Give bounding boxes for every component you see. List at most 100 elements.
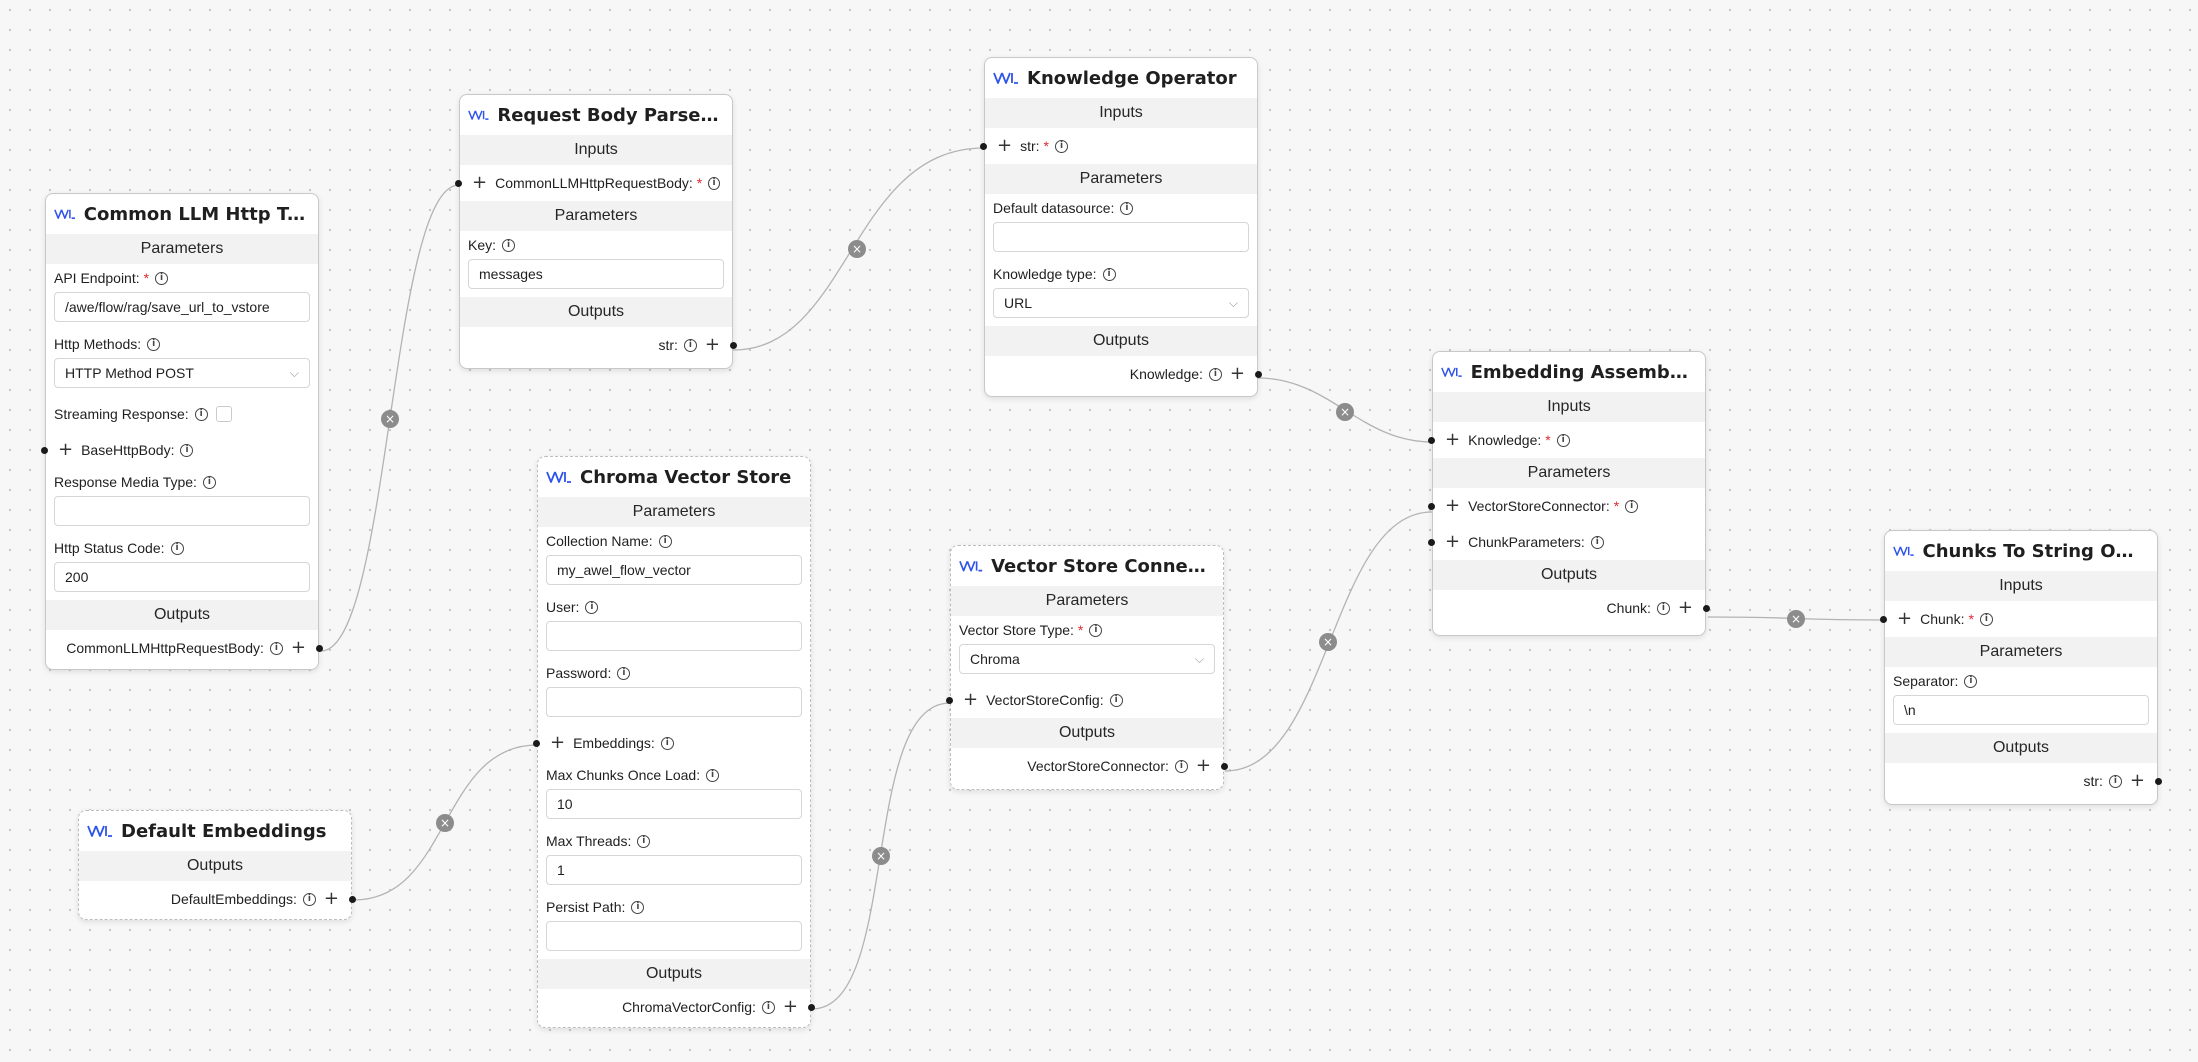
info-icon[interactable]: i <box>1964 674 1978 688</box>
streaming-response-checkbox[interactable] <box>215 406 232 422</box>
info-icon[interactable]: i <box>1174 759 1188 773</box>
plus-icon[interactable]: + <box>1677 597 1693 618</box>
plus-icon[interactable]: + <box>2129 770 2145 791</box>
separator-input[interactable]: \n <box>1893 695 2149 725</box>
input-port-embeddings[interactable]: + Embeddings:i <box>533 725 810 761</box>
info-icon[interactable]: i <box>617 666 631 680</box>
input-handle[interactable] <box>946 696 953 704</box>
node-knowledge-operator[interactable]: Knowledge Operator Inputs + str:*i Param… <box>980 57 1262 397</box>
knowledge-type-select[interactable]: URL⌵ <box>993 288 1249 318</box>
plus-icon[interactable]: + <box>1445 531 1461 552</box>
output-port-str[interactable]: str:i + <box>460 327 737 363</box>
collection-name-input[interactable]: my_awel_flow_vector <box>546 555 802 585</box>
info-icon[interactable]: i <box>637 834 651 848</box>
info-icon[interactable]: i <box>180 443 194 457</box>
output-handle[interactable] <box>316 644 323 652</box>
info-icon[interactable]: i <box>194 407 208 421</box>
plus-icon[interactable]: + <box>472 172 488 193</box>
plus-icon[interactable]: + <box>1445 495 1461 516</box>
plus-icon[interactable]: + <box>782 996 798 1017</box>
info-icon[interactable]: i <box>269 641 283 655</box>
edge-delete-button[interactable]: × <box>381 410 399 428</box>
password-input[interactable] <box>546 687 802 717</box>
input-port-request-body[interactable]: + CommonLLMHttpRequestBody:*i <box>455 165 732 201</box>
output-handle[interactable] <box>349 895 356 903</box>
plus-icon[interactable]: + <box>323 888 339 909</box>
info-icon[interactable]: i <box>708 176 720 190</box>
info-icon[interactable]: i <box>631 900 645 914</box>
plus-icon[interactable]: + <box>58 439 74 460</box>
info-icon[interactable]: i <box>1120 201 1134 215</box>
info-icon[interactable]: i <box>1656 601 1670 615</box>
input-handle[interactable] <box>1428 502 1435 510</box>
info-icon[interactable]: i <box>1102 267 1116 281</box>
info-icon[interactable]: i <box>1590 535 1604 549</box>
output-handle[interactable] <box>808 1003 815 1011</box>
input-handle[interactable] <box>1880 615 1887 623</box>
info-icon[interactable]: i <box>585 600 599 614</box>
node-chroma-vector-store[interactable]: Chroma Vector Store Parameters Collectio… <box>533 456 815 1028</box>
info-icon[interactable]: i <box>683 338 697 352</box>
user-input[interactable] <box>546 621 802 651</box>
node-request-body-parser[interactable]: Request Body Parsed To ... Inputs + Comm… <box>455 94 737 369</box>
input-port-chunk[interactable]: + Chunk:*i <box>1880 601 2157 637</box>
input-handle[interactable] <box>533 739 540 747</box>
info-icon[interactable]: i <box>155 271 169 285</box>
input-port-vector-store-connector[interactable]: + VectorStoreConnector:*i <box>1428 488 1705 524</box>
node-chunks-to-string[interactable]: Chunks To String Operator Inputs + Chunk… <box>1880 530 2162 805</box>
info-icon[interactable]: i <box>1109 693 1123 707</box>
info-icon[interactable]: i <box>1556 433 1570 447</box>
max-threads-input[interactable]: 1 <box>546 855 802 885</box>
output-port-knowledge[interactable]: Knowledge:i + <box>985 356 1262 392</box>
plus-icon[interactable]: + <box>704 334 720 355</box>
api-endpoint-input[interactable]: /awe/flow/rag/save_url_to_vstore <box>54 292 310 322</box>
http-status-code-input[interactable]: 200 <box>54 562 310 592</box>
input-handle[interactable] <box>455 179 462 187</box>
output-port-chunk[interactable]: Chunk:i + <box>1433 590 1710 626</box>
response-media-type-input[interactable] <box>54 496 310 526</box>
info-icon[interactable]: i <box>660 736 674 750</box>
http-methods-select[interactable]: HTTP Method POST⌵ <box>54 358 310 388</box>
node-vector-store-connector[interactable]: Vector Store Connector Parameters Vector… <box>946 545 1228 790</box>
node-default-embeddings[interactable]: Default Embeddings Outputs DefaultEmbedd… <box>78 810 356 920</box>
output-port-str[interactable]: str:i + <box>1885 763 2162 799</box>
output-port-chroma-config[interactable]: ChromaVectorConfig:i + <box>538 989 815 1025</box>
input-handle[interactable] <box>41 446 48 454</box>
output-handle[interactable] <box>1221 762 1228 770</box>
output-handle[interactable] <box>1255 370 1262 378</box>
default-datasource-input[interactable] <box>993 222 1249 252</box>
info-icon[interactable]: i <box>170 541 184 555</box>
info-icon[interactable]: i <box>761 1000 775 1014</box>
plus-icon[interactable]: + <box>1195 755 1211 776</box>
plus-icon[interactable]: + <box>550 732 566 753</box>
info-icon[interactable]: i <box>706 768 720 782</box>
info-icon[interactable]: i <box>2108 774 2122 788</box>
input-port-base-http-body[interactable]: + BaseHttpBody:i <box>41 432 318 468</box>
info-icon[interactable]: i <box>1625 499 1639 513</box>
edge-delete-button[interactable]: × <box>848 240 866 258</box>
info-icon[interactable]: i <box>1055 139 1068 153</box>
info-icon[interactable]: i <box>1979 612 1993 626</box>
node-embedding-assembler[interactable]: Embedding Assembler O... Inputs + Knowle… <box>1428 351 1710 636</box>
persist-path-input[interactable] <box>546 921 802 951</box>
plus-icon[interactable]: + <box>1897 608 1913 629</box>
output-handle[interactable] <box>1703 604 1710 612</box>
node-common-llm-http-trigger[interactable]: Common LLM Http Trigger Parameters API E… <box>41 193 323 670</box>
output-port-vector-store-connector[interactable]: VectorStoreConnector:i + <box>951 748 1228 784</box>
edge-delete-button[interactable]: × <box>1336 403 1354 421</box>
output-handle[interactable] <box>2155 777 2162 785</box>
info-icon[interactable]: i <box>1208 367 1222 381</box>
edge-delete-button[interactable]: × <box>1787 610 1805 628</box>
info-icon[interactable]: i <box>658 534 672 548</box>
info-icon[interactable]: i <box>202 475 216 489</box>
plus-icon[interactable]: + <box>1445 429 1461 450</box>
edge-delete-button[interactable]: × <box>872 847 890 865</box>
input-port-str[interactable]: + str:*i <box>980 128 1257 164</box>
output-port-request-body[interactable]: CommonLLMHttpRequestBody:i + <box>46 630 323 666</box>
output-port-default-embeddings[interactable]: DefaultEmbeddings:i + <box>79 881 356 917</box>
edge-delete-button[interactable]: × <box>436 814 454 832</box>
edge-delete-button[interactable]: × <box>1319 633 1337 651</box>
info-icon[interactable]: i <box>1089 623 1103 637</box>
max-chunks-input[interactable]: 10 <box>546 789 802 819</box>
output-handle[interactable] <box>730 341 737 349</box>
